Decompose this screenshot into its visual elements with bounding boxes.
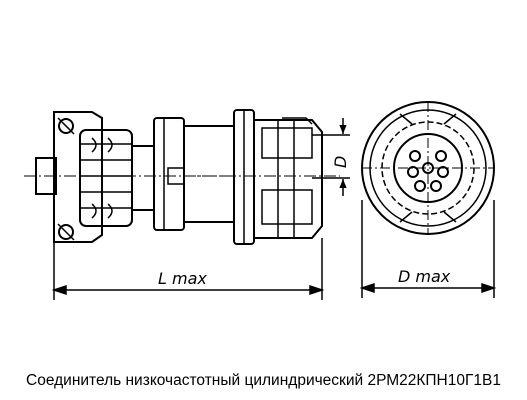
connector-body	[183, 125, 235, 223]
connector-drawing: D L max D max	[24, 101, 497, 300]
front-view	[361, 101, 495, 235]
contact-pin	[437, 166, 449, 178]
contact-pin	[430, 180, 442, 192]
diameter-dimension-side	[312, 118, 350, 196]
diameter-bottom-label: D max	[398, 267, 451, 286]
neck	[131, 145, 155, 211]
caption: Соединитель низкочастотный цилиндрически…	[26, 372, 501, 389]
contact-pin	[407, 166, 419, 178]
contact-pin	[435, 150, 447, 162]
ribbed-nut	[79, 129, 133, 227]
middle-ring	[153, 117, 185, 231]
length-label: L max	[158, 269, 207, 288]
diameter-dimension-bottom	[359, 200, 497, 298]
flange-hole-top	[58, 118, 74, 134]
length-dimension	[51, 238, 325, 300]
contact-pin	[409, 150, 421, 162]
flange-hole-bottom	[58, 224, 74, 240]
diameter-side-label: D	[331, 156, 350, 168]
side-view	[24, 109, 340, 245]
front-sleeve	[253, 119, 323, 239]
contact-pin	[414, 180, 426, 192]
